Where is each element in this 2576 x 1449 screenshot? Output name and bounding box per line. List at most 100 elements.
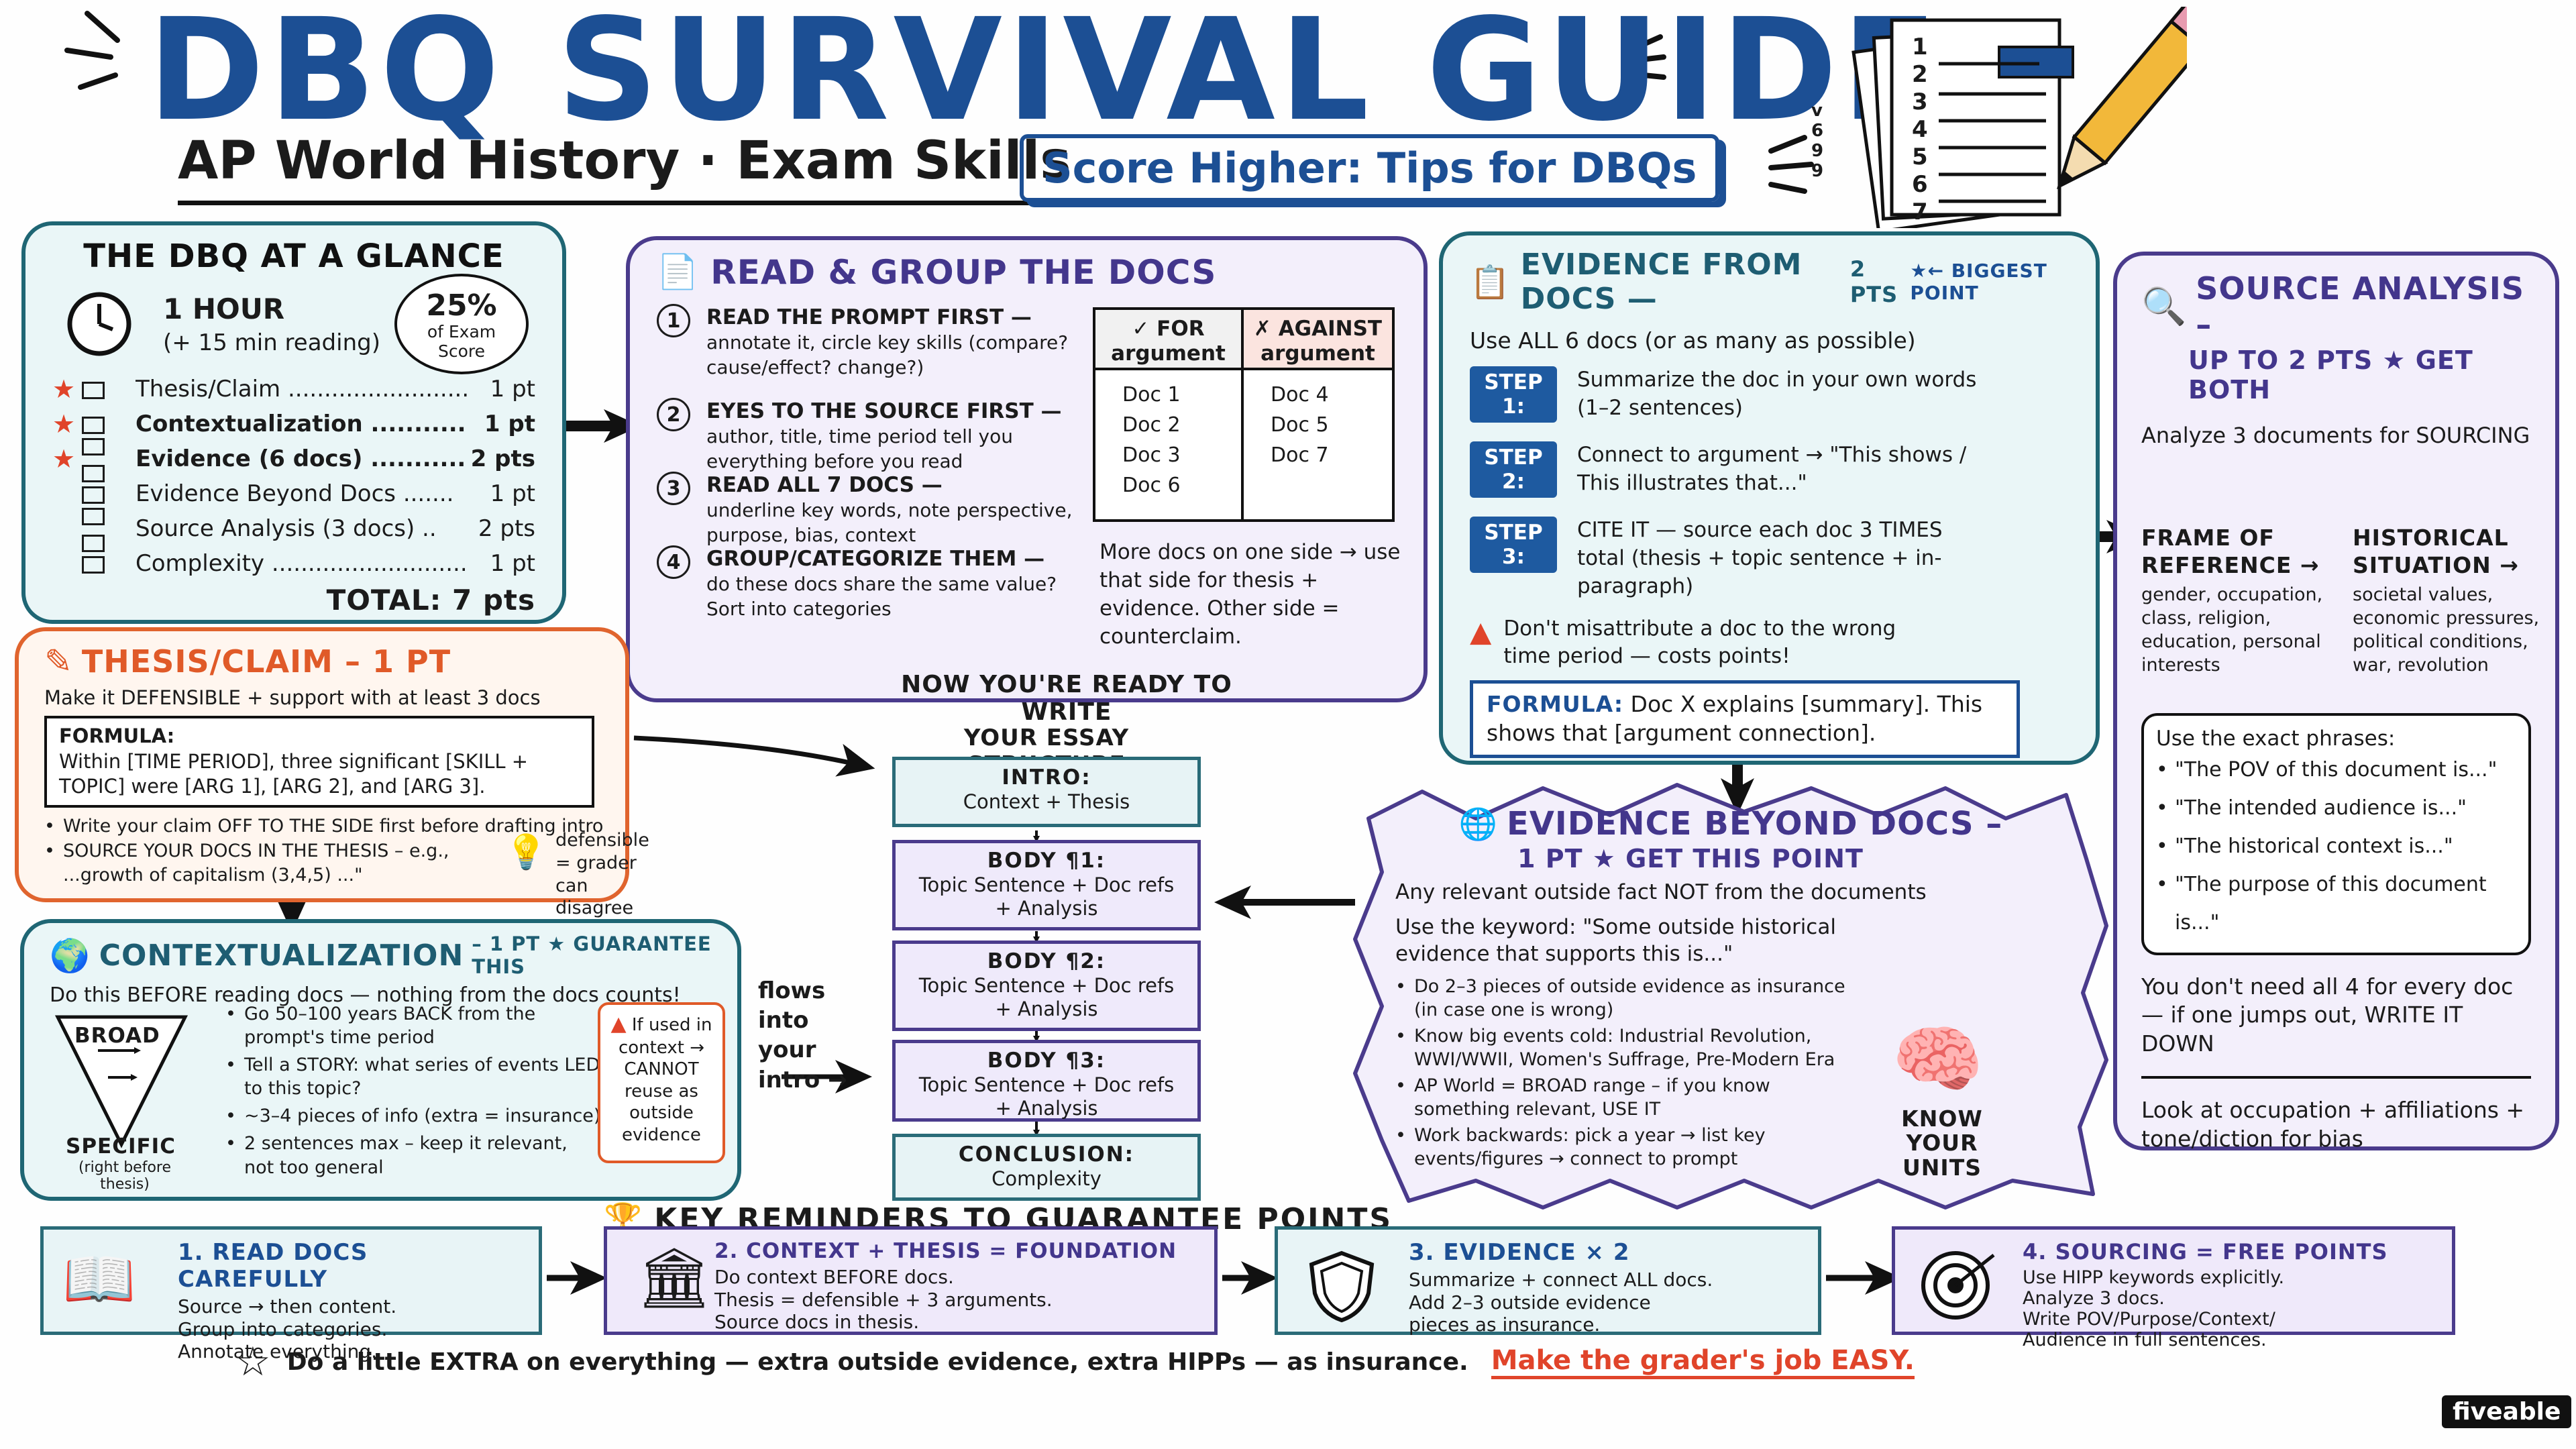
glance-panel: THE DBQ AT A GLANCE 1 HOUR (+ 15 min rea… [21, 221, 566, 624]
paper-number: 7 [1912, 199, 1928, 225]
glance-time: 1 HOUR [163, 292, 285, 325]
checkbox[interactable] [82, 507, 105, 525]
arrow-thesis-to-essay [633, 735, 875, 777]
paper-number: 1 [1912, 34, 1928, 60]
phrases-intro: Use the exact phrases: [2156, 726, 2396, 751]
warning-icon: ▲ [1470, 615, 1492, 649]
read-step-body: author, title, time period tell you ever… [706, 425, 1013, 472]
brand-logo: fiveable [2442, 1395, 2572, 1428]
target-icon [1921, 1251, 1995, 1320]
defensible-note: defensible = grader can disagree [555, 830, 649, 919]
book-icon: 📖 [62, 1244, 136, 1313]
historical-situation-heading: HISTORICAL SITUATION → [2353, 524, 2519, 578]
paper-side-marks: v 6 9 9 [1811, 101, 1824, 181]
context-bullet: Tell a STORY: what series of events LED … [225, 1053, 601, 1100]
glance-row: Evidence Beyond Docs .......1 pt [52, 476, 535, 511]
badge-text: of Exam Score [427, 322, 496, 361]
checkbox[interactable] [82, 555, 105, 574]
glance-row: Source Analysis (3 docs) ..2 pts [52, 507, 535, 552]
phrases-list: "The POV of this document is...""The int… [2156, 751, 2516, 942]
thesis-panel: ✎ THESIS/CLAIM – 1 PT Make it DEFENSIBLE… [15, 627, 649, 918]
essay-block: BODY ¶3:Topic Sentence + Doc refs + Anal… [892, 1040, 1201, 1122]
evidence-panel: 📋 EVIDENCE FROM DOCS — 2 PTS ★← BIGGEST … [1439, 231, 2100, 765]
checkbox[interactable] [82, 416, 105, 434]
funnel-specific: SPECIFIC [66, 1134, 176, 1159]
checkbox[interactable] [82, 534, 105, 552]
source-intro: Analyze 3 documents for SOURCING [2141, 423, 2530, 448]
document-list-icon: 📋 [1470, 263, 1510, 301]
phrase-item: "The purpose of this document is..." [2156, 865, 2516, 942]
checkbox[interactable] [82, 437, 105, 455]
lightbulb-icon: 💡 [505, 833, 547, 871]
clock-icon [67, 292, 131, 356]
context-bullet: Go 50–100 years BACK from the prompt's t… [225, 1002, 601, 1049]
glance-row-label: Complexity ............................ [136, 550, 468, 577]
star-icon: ★ [52, 444, 76, 474]
essay-block-title: CONCLUSION: [958, 1142, 1135, 1167]
for-doc: Doc 6 [1122, 474, 1181, 497]
star-icon: ★ [52, 409, 76, 439]
thesis-title: THESIS/CLAIM – 1 PT [81, 643, 451, 680]
evidence-title: EVIDENCE FROM DOCS — [1520, 248, 1803, 316]
essay-block-title: BODY ¶2: [987, 949, 1106, 973]
reminder-card-4: 4. SOURCING = FREE POINTS Use HIPP keywo… [1892, 1226, 2455, 1350]
context-bullet: 2 sentences max – keep it relevant, not … [225, 1132, 601, 1179]
checkbox[interactable] [82, 486, 105, 504]
thesis-bullet: Write your claim OFF TO THE SIDE first b… [44, 814, 608, 839]
reminder-title: 4. SOURCING = FREE POINTS [2023, 1239, 2388, 1265]
phrase-item: "The historical context is..." [2156, 827, 2516, 865]
step-number: 3 [657, 472, 690, 505]
step-number: 2 [657, 398, 690, 431]
for-heading: ✓ FOR argument [1095, 310, 1244, 368]
ready-to-write: NOW YOU'RE READY TO WRITE [901, 671, 1232, 726]
phrases-box: Use the exact phrases: "The POV of this … [2141, 712, 2531, 955]
paper-numbers: 1 2 3 4 5 6 7 [1912, 34, 1939, 226]
thesis-bullet: SOURCE YOUR DOCS IN THE THESIS – e.g., .… [44, 839, 474, 888]
context-warning: ▲ If used in context → CANNOT reuse as o… [598, 1002, 725, 1163]
phrase-item: "The POV of this document is..." [2156, 751, 2516, 789]
paper-stack-icon [1851, 7, 2187, 228]
against-doc: Doc 5 [1271, 413, 1329, 437]
read-step-body: annotate it, circle key skills (compare?… [706, 331, 1069, 378]
pencil-small-icon: ✎ [44, 642, 72, 681]
essay-block-title: BODY ¶1: [987, 849, 1106, 873]
reminder-body: Do context BEFORE docs. Thesis = defensi… [714, 1266, 1053, 1334]
glance-row-pts: 2 pts [470, 445, 535, 472]
reminder-body: Source → then content. Group into catego… [178, 1295, 397, 1363]
frame-of-reference-heading: FRAME OF REFERENCE → [2141, 524, 2320, 578]
evidence-steps: STEP 1:Summarize the doc in your own wor… [1470, 366, 2069, 601]
context-title: CONTEXTUALIZATION [99, 938, 464, 973]
magnifier-icon: 🔍 [2141, 285, 2187, 327]
step-label: STEP 3: [1470, 516, 1557, 573]
step-label: STEP 2: [1470, 441, 1557, 498]
essay-block: BODY ¶1:Topic Sentence + Doc refs + Anal… [892, 840, 1201, 930]
warning-icon: ▲ [610, 1012, 627, 1036]
glance-row-label: Source Analysis (3 docs) .. [136, 515, 437, 542]
reminder-title: 1. READ DOCS CAREFULLY [178, 1239, 368, 1293]
historical-situation-body: societal values, economic pressures, pol… [2353, 584, 2540, 676]
document-icon: 📄 [657, 252, 699, 291]
checkbox[interactable] [82, 464, 105, 482]
evidence-title-tail: ★← BIGGEST POINT [1910, 260, 2047, 304]
glance-row-pts: 1 pt [484, 411, 535, 437]
glance-row: Complexity ............................1… [52, 546, 535, 581]
source-note-2: Look at occupation + affiliations + tone… [2141, 1097, 2525, 1152]
reminder-title: 2. CONTEXT + THESIS = FOUNDATION [714, 1239, 1177, 1263]
glance-row: ★Thesis/Claim ..........................… [52, 372, 535, 407]
checkbox[interactable] [82, 381, 105, 399]
reminder-title: 3. EVIDENCE × 2 [1409, 1239, 1630, 1266]
paper-number: 5 [1912, 144, 1928, 170]
evidence-step-text: Summarize the doc in your own words (1–2… [1577, 367, 1977, 420]
glance-row: ★Contextualization ..............1 pt [52, 407, 535, 441]
step-number: 1 [657, 304, 690, 337]
beyond-intro: Any relevant outside fact NOT from the d… [1395, 880, 1927, 904]
evidence-step: STEP 2:Connect to argument → "This shows… [1470, 441, 2069, 498]
brain-label: KNOW YOUR UNITS [1901, 1106, 1983, 1181]
phrase-item: "The intended audience is..." [2156, 789, 2516, 827]
glance-row-label: Evidence (6 docs) ........... [136, 445, 466, 472]
